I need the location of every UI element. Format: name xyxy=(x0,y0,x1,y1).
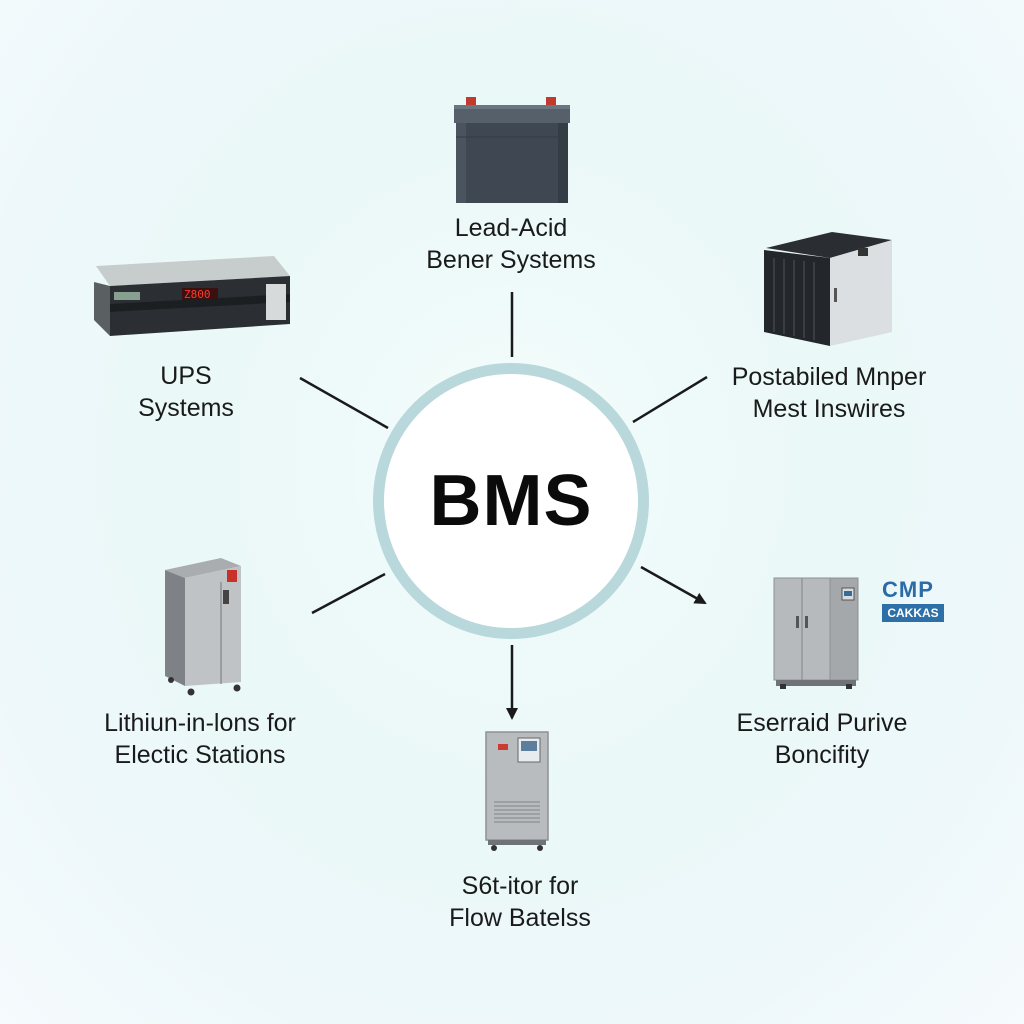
node-label-lower-left: Lithiun-in-lons for Electic Stations xyxy=(104,707,296,771)
connector-upper-left xyxy=(299,376,389,430)
node-label-bottom: S6t-itor for Flow Batelss xyxy=(449,870,591,934)
bms-hub: BMS xyxy=(373,363,649,639)
lead-acid-battery-icon xyxy=(454,97,570,203)
node-line: Boncifity xyxy=(774,741,870,769)
node-line: Postabiled Mnper xyxy=(731,363,927,391)
node-label-lower-right: Eserraid Purive Boncifity xyxy=(737,707,908,771)
connector-upper-right xyxy=(632,375,708,424)
node-line: Eserraid Purive xyxy=(736,709,908,737)
node-line: Electic Stations xyxy=(114,741,286,769)
ups-display: Z800 xyxy=(184,288,211,301)
node-label-upper-right: Postabiled Mnper Mest Inswires xyxy=(732,361,927,425)
node-line: S6t-itor for xyxy=(461,872,579,900)
node-label-top: Lead-Acid Bener Systems xyxy=(426,212,596,276)
badge-logo-text: CMP xyxy=(882,577,934,602)
floor-cabinet-icon xyxy=(485,731,549,851)
tall-electrical-cabinet-icon xyxy=(165,558,241,696)
node-line: Mest Inswires xyxy=(752,395,906,423)
brand-badge: CMP CAKKAS xyxy=(882,576,944,622)
connector-lower-right-arrow xyxy=(640,565,707,605)
badge-subtext: CAKKAS xyxy=(882,604,944,622)
connector-lower-left xyxy=(311,572,386,615)
double-door-cabinet-icon xyxy=(773,577,859,689)
node-line: Lead-Acid xyxy=(454,214,568,242)
node-label-upper-left: UPS Systems xyxy=(138,360,234,424)
node-line: Flow Batelss xyxy=(449,904,591,932)
rack-ups-unit-icon: Z800 xyxy=(94,256,290,336)
node-line: Bener Systems xyxy=(426,246,596,274)
server-cabinet-icon xyxy=(764,232,892,346)
node-line: UPS xyxy=(160,362,212,390)
node-line: Systems xyxy=(138,394,234,422)
hub-label: BMS xyxy=(429,461,593,541)
node-line: Lithiun-in-lons for xyxy=(104,709,296,737)
